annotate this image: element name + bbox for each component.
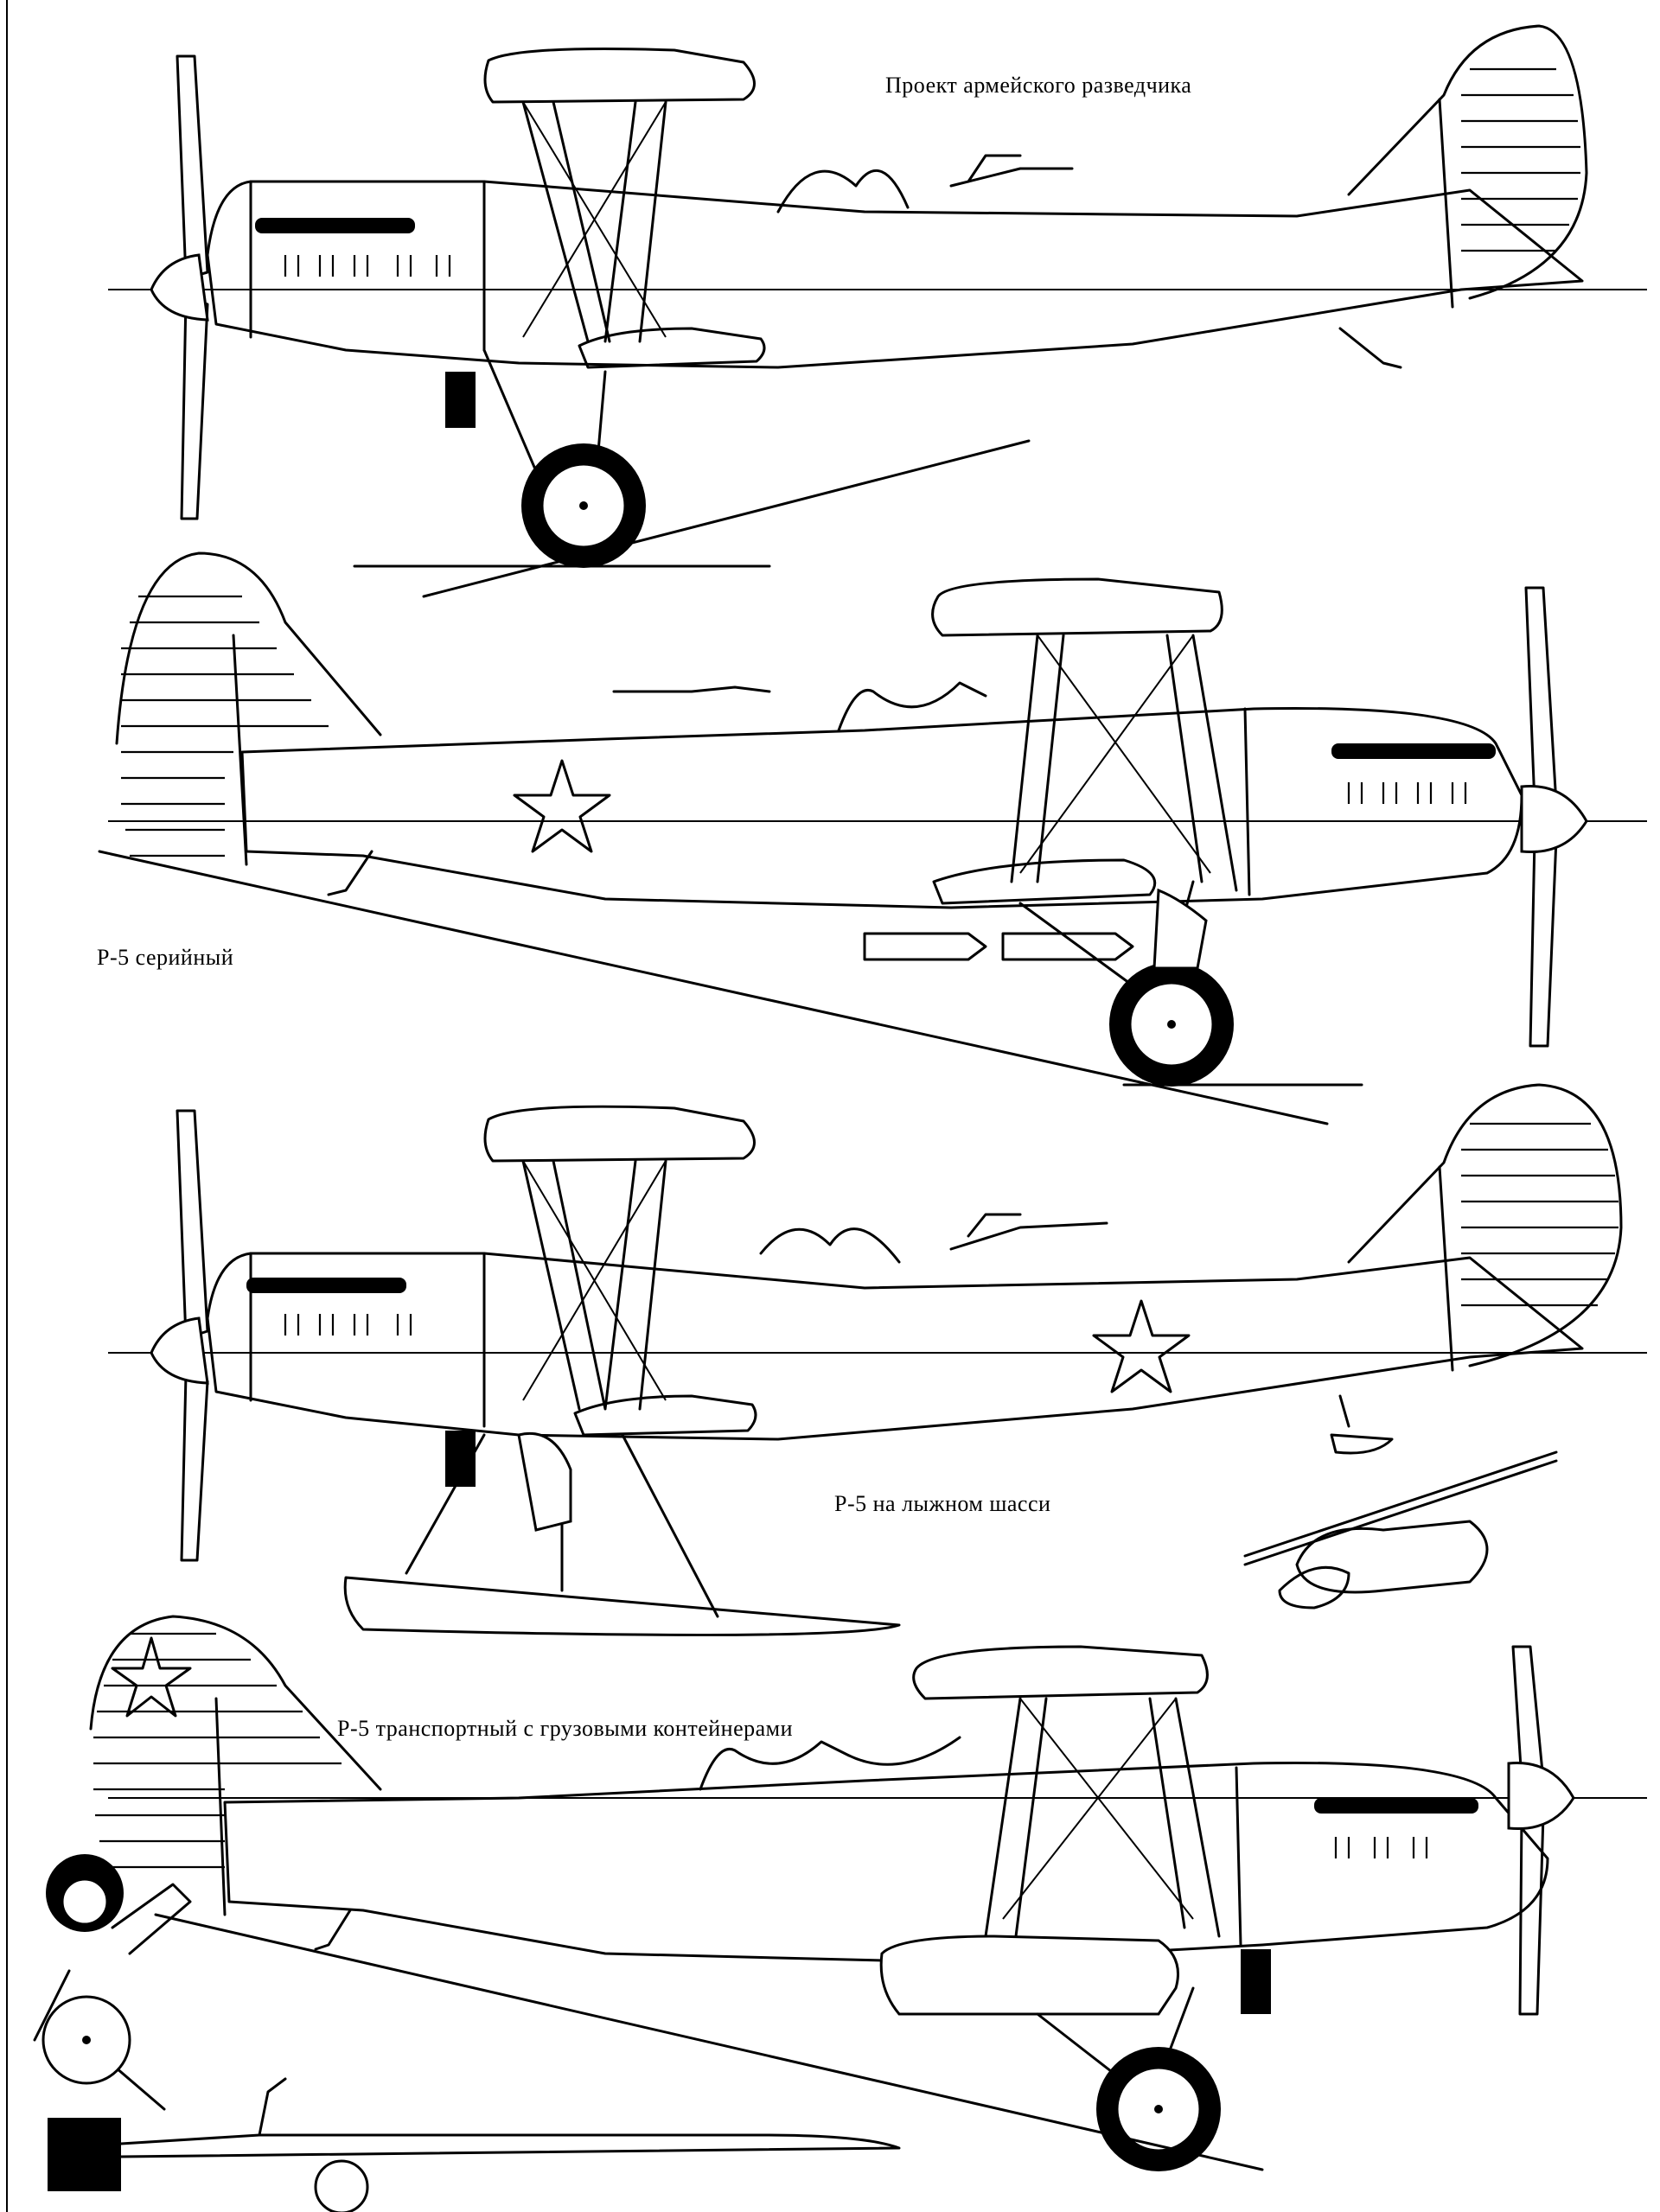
- caption-recon-project: Проект армейского разведчика: [885, 73, 1192, 98]
- caption-ski: Р-5 на лыжном шасси: [834, 1491, 1051, 1516]
- drawing-skis: [108, 1083, 1647, 1636]
- caption-serial: Р-5 серийный: [97, 945, 234, 970]
- caption-transport: Р-5 транспортный с грузовыми контейнерам…: [337, 1716, 794, 1741]
- drawing-transport: [33, 1615, 1647, 2212]
- drawing-serial: [98, 551, 1647, 1125]
- drawing-recon-project: [108, 24, 1647, 598]
